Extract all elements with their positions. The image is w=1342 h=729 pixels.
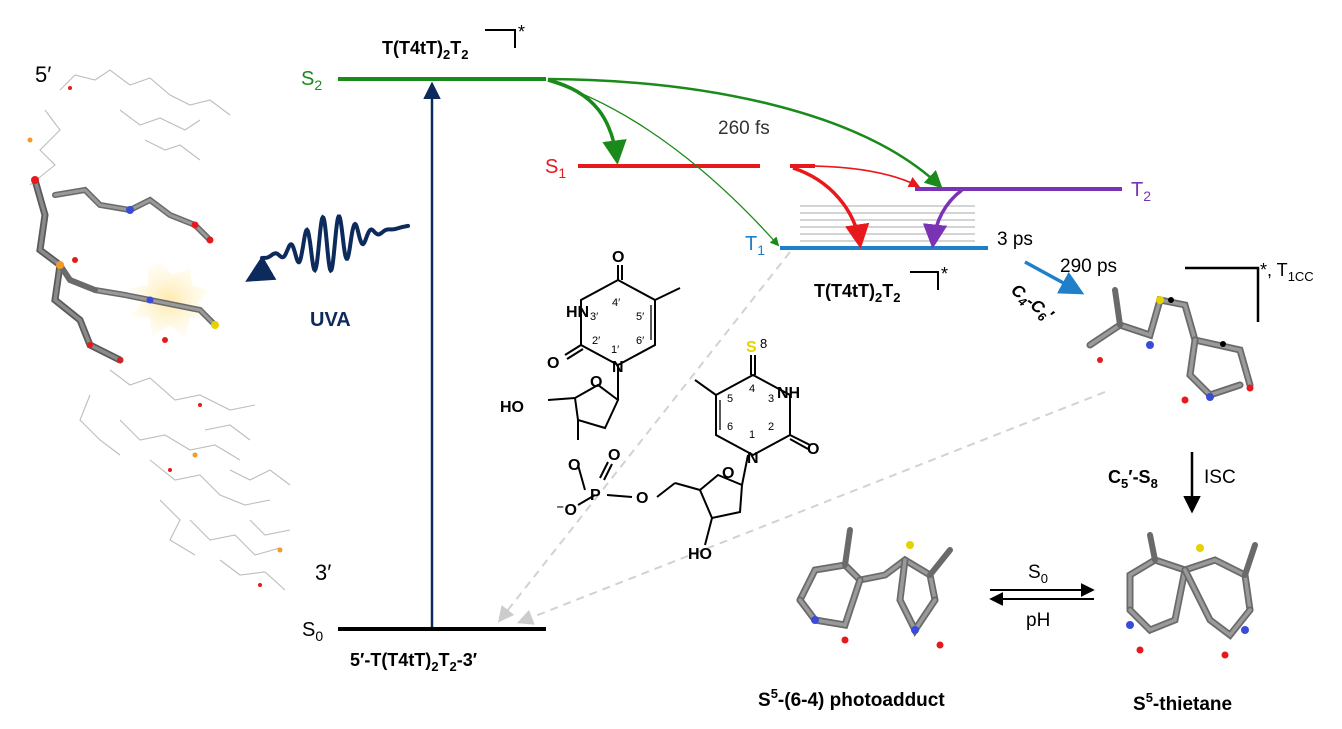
- s2-label: S2: [301, 68, 322, 93]
- s2-to-t2-arrow: [547, 77, 943, 189]
- time-3ps: 3 ps: [997, 229, 1033, 250]
- svg-text:5′: 5′: [636, 311, 644, 323]
- svg-text:HO: HO: [688, 546, 712, 563]
- svg-text:O: O: [568, 457, 580, 474]
- svg-text:5: 5: [727, 393, 733, 405]
- vibrational-levels: [800, 205, 975, 242]
- s2-to-t1-arrow: [547, 80, 780, 247]
- uva-pulse: UVA: [245, 214, 410, 331]
- svg-text:*: *: [518, 22, 525, 42]
- svg-text:6: 6: [727, 421, 733, 433]
- cyclization-arrow: [1024, 260, 1085, 295]
- ground-species-label: 5′-T(T4tT)2T2-3′: [350, 650, 477, 674]
- t2-label: T2: [1131, 179, 1151, 204]
- thietane-label: S5-thietane: [1133, 690, 1232, 715]
- svg-text:N: N: [747, 450, 759, 467]
- dashed-connectors: [498, 251, 1106, 625]
- uva-label: UVA: [310, 309, 351, 331]
- photoadduct-model: [796, 527, 953, 649]
- s0-label: S0: [302, 619, 323, 644]
- t2-to-t1-arrow: [922, 188, 964, 249]
- svg-text:O: O: [590, 374, 602, 391]
- svg-text:HO: HO: [500, 399, 524, 416]
- five-prime-label: 5′: [35, 62, 51, 87]
- biradical-model: [1086, 287, 1254, 404]
- phosphorus-atoms: [27, 137, 283, 553]
- uva-arrow-head: [245, 255, 277, 282]
- radical-dot-2: [1220, 341, 1226, 347]
- svg-text:O: O: [722, 465, 734, 482]
- photoadduct-label: S5-(6-4) photoadduct: [758, 686, 945, 711]
- radical-dot-1: [1168, 297, 1174, 303]
- equilibrium-top-label: S0: [1028, 562, 1048, 586]
- dna-stick-model: [31, 176, 218, 364]
- svg-text:4′: 4′: [612, 297, 620, 309]
- svg-text:HN: HN: [566, 304, 589, 321]
- svg-text:O: O: [547, 355, 559, 372]
- dinucleotide-structure: [547, 265, 811, 546]
- svg-text:O: O: [807, 441, 819, 458]
- t1-label: T1: [745, 233, 765, 258]
- time-290ps: 290 ps: [1060, 256, 1117, 277]
- oxygen-atoms-wire: [68, 86, 262, 587]
- svg-text:O: O: [608, 447, 620, 464]
- svg-text:N: N: [612, 359, 624, 376]
- decay-arrows: [547, 77, 964, 249]
- svg-text:1: 1: [749, 429, 755, 441]
- s1-to-t1-arrow: [792, 166, 870, 249]
- uva-wave: [260, 214, 410, 274]
- svg-text:T(T4tT)2T2: T(T4tT)2T2: [382, 38, 468, 62]
- svg-text:O: O: [636, 490, 648, 507]
- structure-atom-labels: O HN O N O HO O O P ⁻O O O HO S NH O N: [500, 249, 819, 563]
- isc-label: ISC: [1204, 467, 1236, 488]
- stick-atoms: [31, 176, 219, 363]
- biradical-label: *, T1CC: [1260, 260, 1314, 284]
- time-260fs: 260 fs: [718, 118, 770, 139]
- svg-text:⁻O: ⁻O: [556, 502, 577, 519]
- svg-text:2′: 2′: [592, 335, 600, 347]
- c5-s8-bond-label: C5′-S8: [1108, 467, 1158, 491]
- excitation-glow: [128, 262, 210, 338]
- equilibrium-bottom-label: pH: [1026, 610, 1050, 631]
- svg-text:2: 2: [768, 421, 774, 433]
- top-species-label: T(T4tT)2T2 *: [382, 22, 525, 62]
- mid-species-label: T(T4tT)2T2 *: [814, 264, 948, 305]
- svg-text:3: 3: [768, 393, 774, 405]
- structure-numbering: 8 3′ 4′ 5′ 2′ 1′ 6′ 5 4 3 6 2 1: [590, 297, 774, 441]
- biradical-bracket: [1185, 266, 1260, 322]
- svg-text:8: 8: [760, 336, 767, 351]
- svg-text:S: S: [746, 339, 757, 356]
- svg-text:O: O: [612, 249, 624, 266]
- s1-label: S1: [545, 156, 566, 181]
- dna-wireframe: [29, 69, 291, 591]
- svg-text:NH: NH: [777, 385, 800, 402]
- svg-text:*: *: [941, 264, 948, 284]
- svg-text:6′: 6′: [636, 335, 644, 347]
- thietane-model: [1126, 532, 1258, 659]
- three-prime-label: 3′: [315, 560, 331, 585]
- svg-text:4: 4: [749, 383, 755, 395]
- s2-to-s1-arrow: [547, 78, 627, 165]
- svg-text:1′: 1′: [611, 344, 619, 356]
- svg-text:P: P: [590, 487, 601, 504]
- svg-text:3′: 3′: [590, 311, 598, 323]
- svg-text:T(T4tT)2T2: T(T4tT)2T2: [814, 281, 900, 305]
- s1-to-t2-arrow: [792, 165, 921, 188]
- dna-strand-model: 5′ 3′: [27, 62, 331, 591]
- c4-c6-bond-label: C4-C6′: [1006, 280, 1058, 327]
